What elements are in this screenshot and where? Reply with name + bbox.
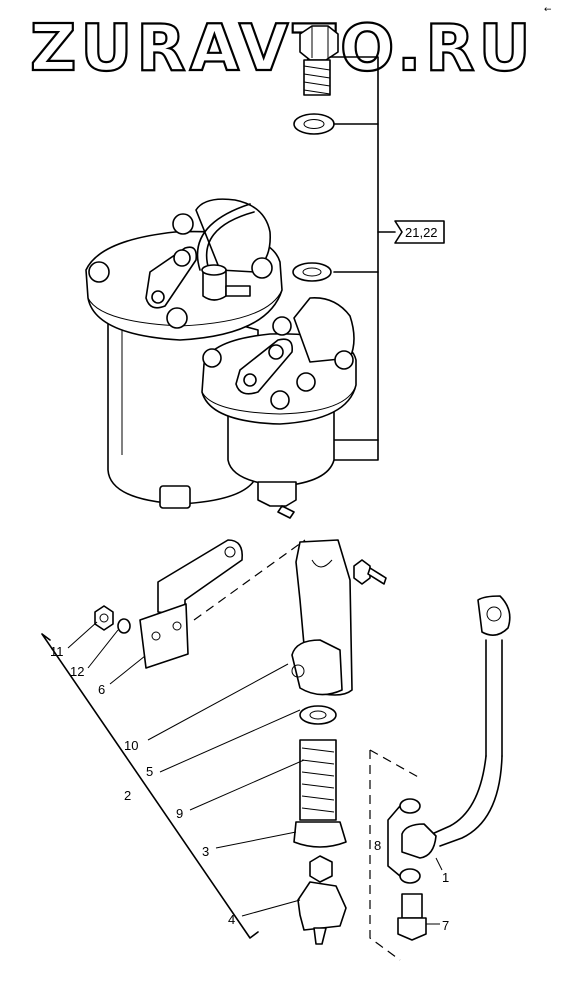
callout-11: 11 [50, 644, 64, 659]
callout-6: 6 [98, 682, 105, 697]
drain-valve [297, 855, 347, 945]
callout-3: 3 [202, 844, 209, 859]
callout-7: 7 [442, 918, 449, 933]
ref-label: 21,22 [405, 225, 438, 240]
callout-8: 8 [374, 838, 381, 853]
callout-5: 5 [146, 764, 153, 779]
callout-4: 4 [228, 912, 235, 927]
filter-housing-small [201, 297, 357, 519]
callout-9: 9 [176, 806, 183, 821]
washer-8-upper [399, 798, 421, 814]
callout-12: 12 [70, 664, 84, 679]
callout-10: 10 [124, 738, 138, 753]
filter-housing-large [85, 198, 283, 509]
sealing-washer-middle [292, 262, 332, 282]
callout-1: 1 [442, 870, 449, 885]
sealing-washer-lower [299, 705, 337, 725]
watermark-text: ZURAVTO.RU [30, 12, 535, 86]
filter-head-casting [291, 539, 353, 696]
banjo-bolt [299, 25, 339, 96]
hollow-screw-7 [397, 893, 427, 941]
washer-8-lower [399, 868, 421, 884]
strainer-element [293, 739, 347, 848]
mounting-bracket [139, 539, 306, 669]
fuel-pipe [401, 595, 511, 859]
sealing-washer-top [293, 113, 335, 135]
corner-mark: ← [544, 5, 552, 15]
group-bracket-2 [41, 633, 259, 939]
nut-and-washer [94, 605, 131, 634]
reference-tag: 21,22 [394, 220, 445, 244]
callout-2: 2 [124, 788, 131, 803]
small-bolt [353, 559, 387, 585]
